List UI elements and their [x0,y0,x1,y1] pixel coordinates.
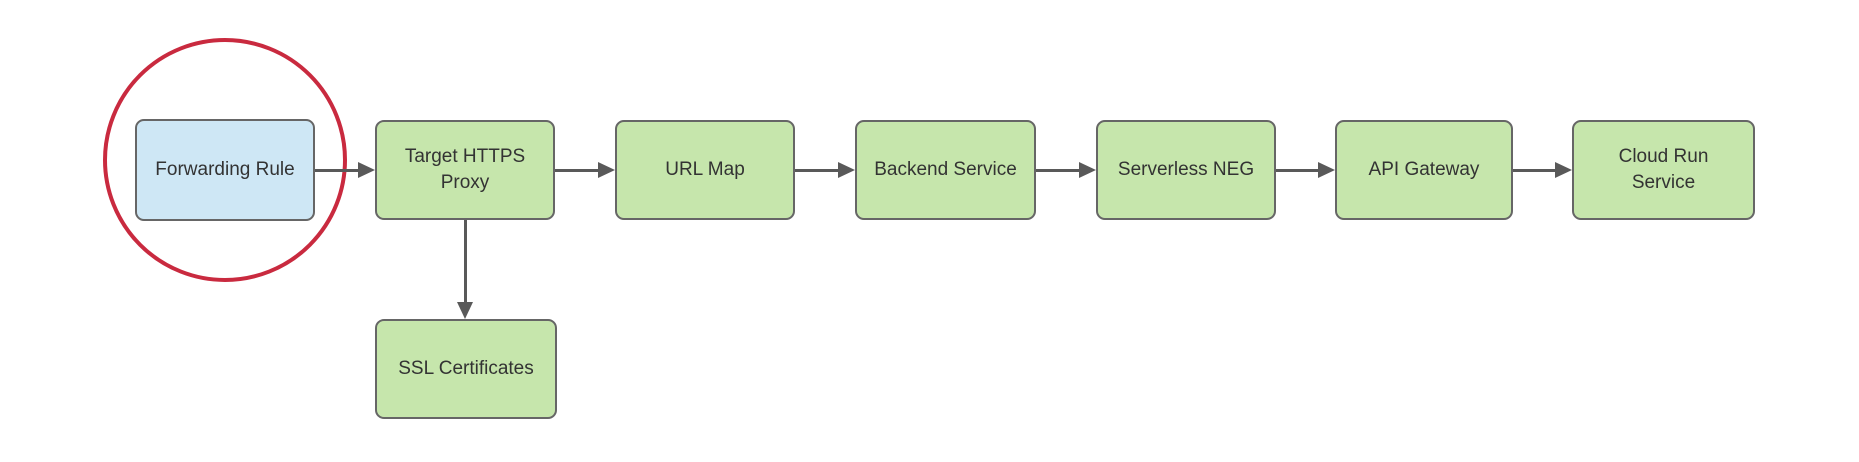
node-label: Backend Service [874,159,1017,181]
arrowhead-forwarding-rule-to-target-https-proxy [358,162,375,178]
edge-serverless-neg-to-api-gateway [1276,168,1319,172]
node-backend-service: Backend Service [855,120,1036,220]
edge-backend-service-to-serverless-neg [1036,168,1080,172]
node-label: URL Map [665,159,745,181]
arrowhead-serverless-neg-to-api-gateway [1318,162,1335,178]
node-ssl-certificates: SSL Certificates [375,319,557,419]
arrowhead-target-https-proxy-to-url-map [598,162,615,178]
arrowhead-url-map-to-backend-service [838,162,855,178]
edge-target-https-proxy-to-url-map [555,168,599,172]
edge-target-https-proxy-to-ssl-certificates [463,220,467,303]
edge-api-gateway-to-cloud-run-service [1513,168,1556,172]
node-forwarding-rule: Forwarding Rule [135,119,315,221]
node-label: Cloud Run Service [1618,146,1709,193]
arrowhead-api-gateway-to-cloud-run-service [1555,162,1572,178]
edge-url-map-to-backend-service [795,168,839,172]
node-label: API Gateway [1368,159,1480,181]
node-label: Target HTTPS Proxy [404,146,526,193]
node-api-gateway: API Gateway [1335,120,1513,220]
node-label: Forwarding Rule [155,159,295,181]
node-url-map: URL Map [615,120,795,220]
edge-forwarding-rule-to-target-https-proxy [315,168,359,172]
node-cloud-run-service: Cloud Run Service [1572,120,1755,220]
arrowhead-backend-service-to-serverless-neg [1079,162,1096,178]
node-serverless-neg: Serverless NEG [1096,120,1276,220]
node-label: Serverless NEG [1117,159,1255,181]
arrowhead-target-https-proxy-to-ssl-certificates [457,302,473,319]
highlight-ellipse [103,38,347,282]
node-target-https-proxy: Target HTTPS Proxy [375,120,555,220]
node-label: SSL Certificates [398,358,534,380]
